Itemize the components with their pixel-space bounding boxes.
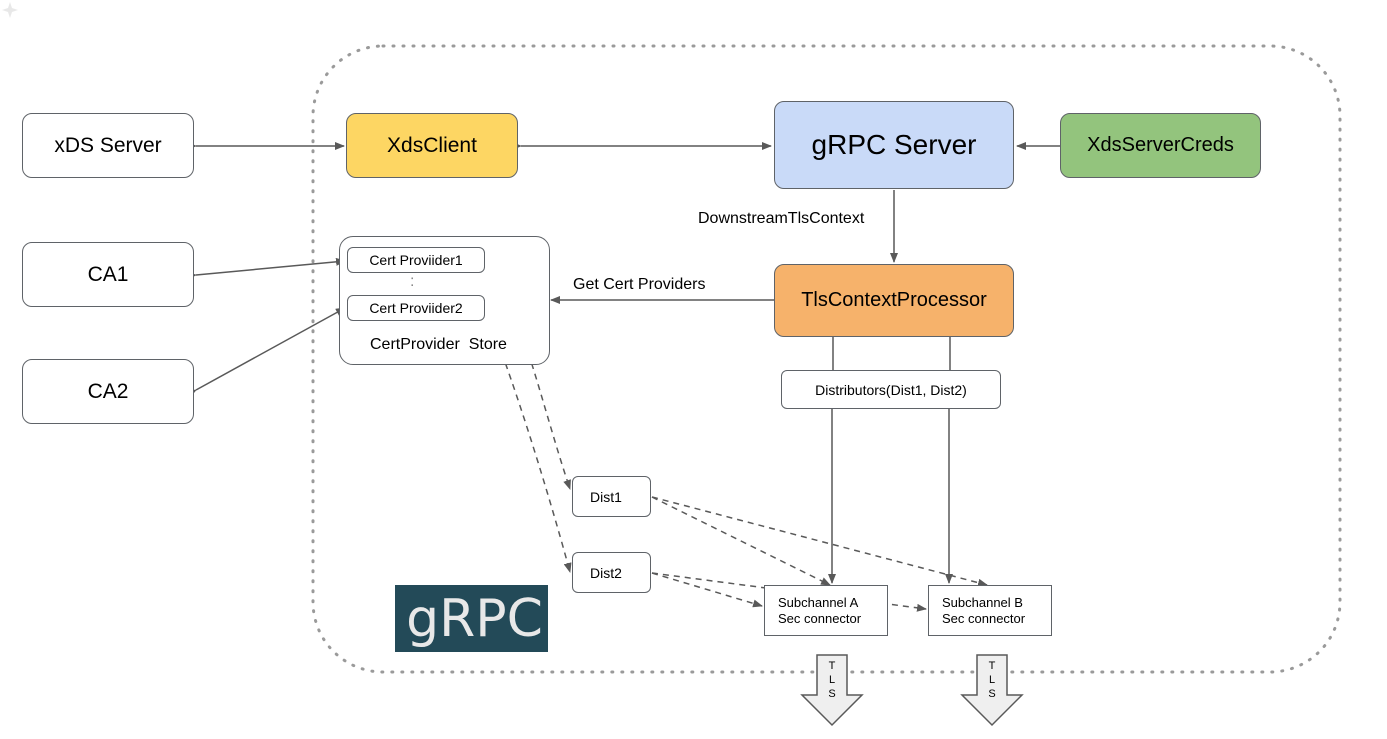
- tls-right-text: T L S: [977, 659, 1007, 701]
- tls-context-processor-node: TlsContextProcessor: [774, 264, 1014, 337]
- subchannel-b-line1: Subchannel B: [942, 594, 1023, 610]
- distributors-label: Distributors(Dist1, Dist2): [815, 381, 967, 398]
- cert-provider1-node: Cert Proviider1: [347, 247, 485, 273]
- tls-context-processor-label: TlsContextProcessor: [801, 289, 987, 311]
- xds-server-node: xDS Server: [22, 113, 194, 178]
- edge-dist2-subchannel-b: [651, 572, 927, 612]
- dist1-node: Dist1: [572, 476, 651, 517]
- cert-provider2-label: Cert Proviider2: [369, 300, 463, 316]
- tls-left-text: T L S: [817, 659, 847, 701]
- grpc-server-label: gRPC Server: [811, 129, 977, 160]
- subchannel-a-line2: Sec connector: [778, 610, 862, 626]
- edge-ca2-provider2: [186, 307, 346, 398]
- grpc-logo-sparkle-icon: [2, 2, 18, 18]
- edge-ca1-provider1: [186, 257, 346, 280]
- tls-left-s: S: [828, 688, 836, 700]
- tls-left-t: T: [828, 660, 836, 672]
- ca2-label: CA2: [87, 379, 129, 403]
- cert-provider2-node: Cert Proviider2: [347, 295, 485, 321]
- xds-server-label: xDS Server: [54, 133, 162, 157]
- subchannel-a-line1: Subchannel A: [778, 594, 859, 610]
- subchannel-b-line2: Sec connector: [942, 610, 1026, 626]
- tls-arrow-right: [960, 654, 1024, 727]
- tls-right-l: L: [988, 674, 996, 686]
- downstream-tls-context-label: DownstreamTlsContext: [698, 210, 865, 227]
- ca2-node: CA2: [22, 359, 194, 424]
- xds-server-creds-label: XdsServerCreds: [1087, 134, 1234, 156]
- edge-dist1-subchannel-b: [651, 496, 988, 587]
- edge-dist2-subchannel-a: [651, 572, 763, 608]
- ca1-node: CA1: [22, 242, 194, 307]
- tls-arrow-left: [800, 654, 864, 727]
- cert-provider1-label: Cert Proviider1: [369, 252, 463, 268]
- grpc-server-node: gRPC Server: [774, 101, 1014, 189]
- tls-right-t: T: [988, 660, 996, 672]
- grpc-logo: gRPC: [395, 585, 548, 652]
- dist2-label: Dist2: [590, 564, 622, 581]
- xds-server-creds-node: XdsServerCreds: [1060, 113, 1261, 178]
- tls-left-l: L: [828, 674, 836, 686]
- grpc-logo-text: gRPC: [406, 588, 543, 649]
- dist1-label: Dist1: [590, 488, 622, 505]
- edge-dist1-subchannel-a: [651, 496, 831, 586]
- cert-provider-ellipsis: :: [410, 273, 415, 290]
- dist2-node: Dist2: [572, 552, 651, 593]
- distributors-node: Distributors(Dist1, Dist2): [781, 370, 1001, 409]
- ca1-label: CA1: [87, 262, 129, 286]
- xds-client-label: XdsClient: [387, 133, 477, 157]
- get-cert-providers-label: Get Cert Providers: [573, 276, 706, 293]
- tls-right-s: S: [988, 688, 996, 700]
- xds-client-node: XdsClient: [346, 113, 518, 178]
- cert-provider-store-label: CertProvider Store: [370, 336, 507, 353]
